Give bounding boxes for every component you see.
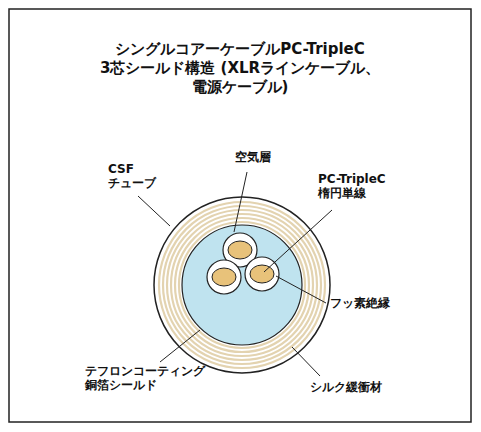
leader-line	[276, 276, 326, 303]
part-label: テフロンコーティング 銅箔シールド	[85, 364, 225, 393]
air-layer	[182, 225, 302, 345]
part-label: シルク緩衝材	[310, 380, 400, 394]
leader-line	[292, 347, 320, 376]
part-label: PC-TripleC 楕円単線	[318, 172, 408, 201]
part-label: CSF チューブ	[108, 162, 168, 191]
leader-line	[138, 196, 170, 226]
shield-ring	[175, 218, 309, 352]
part-label: 空気層	[223, 150, 283, 164]
frame	[9, 9, 471, 422]
conductor	[245, 257, 279, 291]
shield-ring	[167, 210, 317, 360]
copper-foil-shield	[159, 202, 325, 368]
cable-cross-section	[154, 197, 330, 373]
diagram-title: シングルコアーケーブルPC-TripleC 3芯シールド構造 (XLRラインケー…	[90, 40, 390, 96]
shield-ring	[179, 222, 305, 348]
csf-tube	[154, 197, 330, 373]
leader-line	[264, 210, 332, 272]
leader-line	[234, 172, 247, 232]
shield-ring	[159, 202, 325, 368]
leader-lines	[138, 172, 332, 376]
leader-line	[160, 330, 200, 362]
conductor	[207, 260, 241, 294]
part-label: フッ素絶縁	[330, 296, 410, 310]
